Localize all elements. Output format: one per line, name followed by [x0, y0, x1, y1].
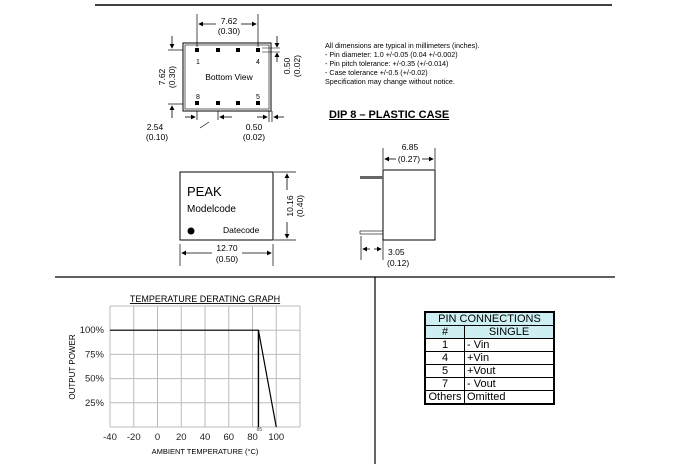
case-title: DIP 8 – PLASTIC CASE: [329, 109, 450, 121]
front-case-outline: [179, 171, 274, 241]
dim-front-width-in: (0.50): [216, 254, 238, 264]
pin-table-title: PIN CONNECTIONS: [424, 311, 555, 326]
side-pin-bottom: [359, 230, 384, 235]
marker-annotation: 85: [257, 427, 263, 433]
dim-pitch-mm: 2.54: [147, 122, 164, 132]
pin-function: - Vin: [464, 338, 555, 352]
x-axis-label: AMBIENT TEMPERATURE (°C): [152, 447, 259, 456]
brand-logo: PEAK: [187, 184, 222, 199]
pin-4-label: 4: [256, 59, 260, 66]
pin-1-label: 1: [196, 59, 200, 66]
table-row: 7- Vout: [424, 377, 555, 391]
y-tick-label: 25%: [85, 398, 105, 409]
pin-connections-table: PIN CONNECTIONS # SINGLE 1- Vin 4+Vin 5+…: [424, 311, 555, 405]
pin-function: +Vout: [464, 364, 555, 378]
table-row: 4+Vin: [424, 351, 555, 365]
pin1-dot: [187, 227, 195, 235]
dim-pin-in: (0.12): [387, 258, 409, 268]
table-row: 1- Vin: [424, 338, 555, 352]
x-tick-label: 100: [268, 432, 284, 443]
note-line: - Pin pitch tolerance: +/-0.35 (+/-0.014…: [325, 59, 449, 68]
y-axis-label: OUTPUT POWER: [68, 334, 77, 399]
x-tick-label: 0: [155, 432, 160, 443]
pin-number: Others: [424, 390, 465, 405]
dim-edge-mm: 0.50: [246, 122, 263, 132]
note-line: All dimensions are typical in millimeter…: [325, 41, 480, 50]
pin-function: +Vin: [464, 351, 555, 365]
pin-function: Omitted: [464, 390, 555, 405]
dim-pin-mm: 3.05: [388, 247, 405, 257]
dim-pin-offset-in: (0.02): [292, 55, 302, 77]
note-line: Specification may change without notice.: [325, 77, 455, 86]
dim-front-width-mm: 12.70: [216, 243, 238, 253]
y-tick-label: 50%: [85, 374, 105, 385]
dim-front-height-in: (0.40): [295, 195, 305, 217]
pin-number: 5: [424, 364, 465, 378]
x-tick-label: -40: [103, 432, 117, 443]
side-case-outline: [382, 169, 436, 241]
package-outline: [182, 42, 272, 112]
dim-pin-offset-mm: 0.50: [282, 57, 292, 74]
chart-title: TEMPERATURE DERATING GRAPH: [130, 294, 280, 304]
pin-number: 4: [424, 351, 465, 365]
pin-number: 7: [424, 377, 465, 391]
note-line: - Case tolerance +/-0.5 (+/-0.02): [325, 68, 428, 77]
x-tick-label: 20: [176, 432, 187, 443]
dim-edge-in: (0.02): [243, 132, 265, 142]
dim-depth-mm: 6.85: [402, 142, 419, 152]
date-code: Datecode: [223, 225, 260, 235]
pin-function: - Vout: [464, 377, 555, 391]
dim-width-in: (0.30): [218, 26, 240, 36]
pin-number: 1: [424, 338, 465, 352]
table-row: 5+Vout: [424, 364, 555, 378]
pin-5-label: 5: [256, 94, 260, 101]
x-tick-label: 80: [247, 432, 258, 443]
dim-height-mm: 7.62: [157, 68, 167, 85]
dim-width-mm: 7.62: [221, 16, 238, 26]
dim-front-height-mm: 10.16: [285, 195, 295, 217]
dim-height-in: (0.30): [167, 66, 177, 88]
dim-pitch-in: (0.10): [146, 132, 168, 142]
model-code: Modelcode: [187, 204, 236, 215]
pin-table-header-number: #: [424, 325, 465, 339]
side-pin-top: [360, 176, 383, 179]
y-tick-label: 100%: [80, 325, 105, 336]
pins: [195, 48, 260, 105]
y-tick-label: 75%: [85, 349, 105, 360]
pin-table-header-single: SINGLE: [464, 325, 555, 339]
x-tick-label: 60: [223, 432, 234, 443]
bottom-view-label: Bottom View: [205, 72, 253, 82]
pin-8-label: 8: [196, 94, 200, 101]
dim-depth-in: (0.27): [398, 154, 420, 164]
x-tick-label: -20: [127, 432, 141, 443]
note-line: - Pin diameter: 1.0 +/-0.05 (0.04 +/-0.0…: [325, 50, 458, 59]
x-tick-label: 40: [200, 432, 211, 443]
dimension-notes: All dimensions are typical in millimeter…: [325, 41, 480, 86]
